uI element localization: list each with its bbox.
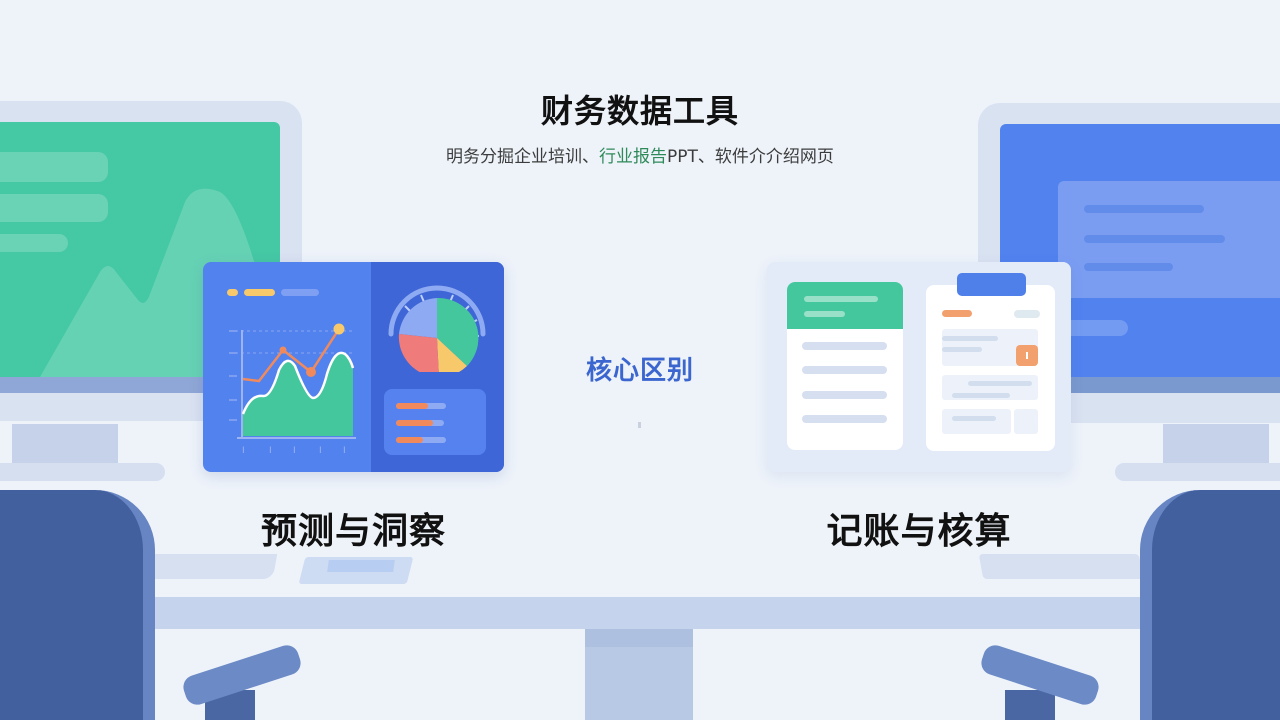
left-monitor-stand: [12, 424, 118, 464]
center-label: 核心区别: [585, 356, 694, 386]
right-chair-arm-post: [1005, 690, 1055, 720]
clipboard-tag-orange: [942, 310, 972, 317]
legend-bar: [281, 289, 319, 296]
ledger-row: [802, 342, 887, 350]
ledger-row: [802, 391, 887, 399]
right-chair-back: [1140, 490, 1280, 720]
stat-bar-fill: [396, 420, 433, 426]
ledger-header-line: [804, 311, 845, 317]
ledger-header: [787, 282, 903, 329]
clipboard-line: [952, 416, 996, 421]
ledger-row: [802, 415, 887, 423]
clipboard-line: [942, 347, 982, 352]
desk-leg-shade: [585, 629, 693, 647]
area-line-chart-icon: I I I I I: [229, 323, 356, 456]
clipboard-line: [952, 393, 1010, 398]
subtitle-prefix: 明务分掘企业培训、: [446, 147, 600, 167]
section-label-forecast: 预测与洞察: [260, 511, 446, 552]
right-monitor-screen: [1000, 124, 1280, 377]
left-chair-back: [0, 490, 155, 720]
clipboard-tag-light: [1014, 310, 1040, 318]
left-monitor-base: [0, 463, 165, 481]
clipboard-icon: [926, 285, 1055, 451]
subtitle-suffix: PPT、软件介介绍网页: [667, 147, 834, 167]
keyboard-left: [139, 554, 278, 579]
screen-bar: [0, 194, 108, 222]
subtitle-highlight: 行业报告: [599, 147, 668, 167]
clipboard-line: [968, 381, 1032, 386]
screen-line: [1084, 263, 1173, 271]
ledger-row: [802, 366, 887, 374]
desk-top: [120, 597, 1180, 629]
svg-text:I: I: [319, 446, 322, 456]
svg-text:I: I: [343, 446, 346, 456]
screen-bar: [0, 234, 68, 252]
stat-bar-fill: [396, 403, 428, 409]
screen-line: [1084, 205, 1204, 213]
keyboard-right: [978, 554, 1144, 579]
clipboard-clip: [957, 273, 1026, 296]
gauge-pie-icon: [388, 285, 486, 372]
svg-text:I: I: [293, 446, 296, 456]
clipboard-field: [942, 409, 1011, 434]
page-title: 财务数据工具: [540, 92, 739, 130]
clipboard-line: [942, 336, 998, 341]
ledger-header-line: [804, 296, 878, 302]
svg-text:I: I: [269, 446, 272, 456]
dashboard-card: I I I I I: [203, 262, 504, 472]
flag-icon: [1016, 345, 1038, 366]
right-monitor-stand: [1163, 424, 1269, 464]
legend-bar: [244, 289, 275, 296]
right-monitor-base: [1115, 463, 1280, 481]
tablet-screen: [327, 560, 395, 572]
stat-bar-fill: [396, 437, 423, 443]
svg-text:I: I: [242, 446, 245, 456]
center-marker: [638, 422, 641, 428]
clipboard-field: [1014, 409, 1038, 434]
ledger-document-icon: [787, 282, 903, 450]
screen-bar: [0, 152, 108, 182]
page-subtitle: 明务分掘企业培训、行业报告PPT、软件介介绍网页: [0, 142, 1280, 167]
section-label-bookkeeping: 记账与核算: [826, 511, 1012, 552]
legend-dot: [227, 289, 238, 296]
screen-line: [1084, 235, 1225, 243]
